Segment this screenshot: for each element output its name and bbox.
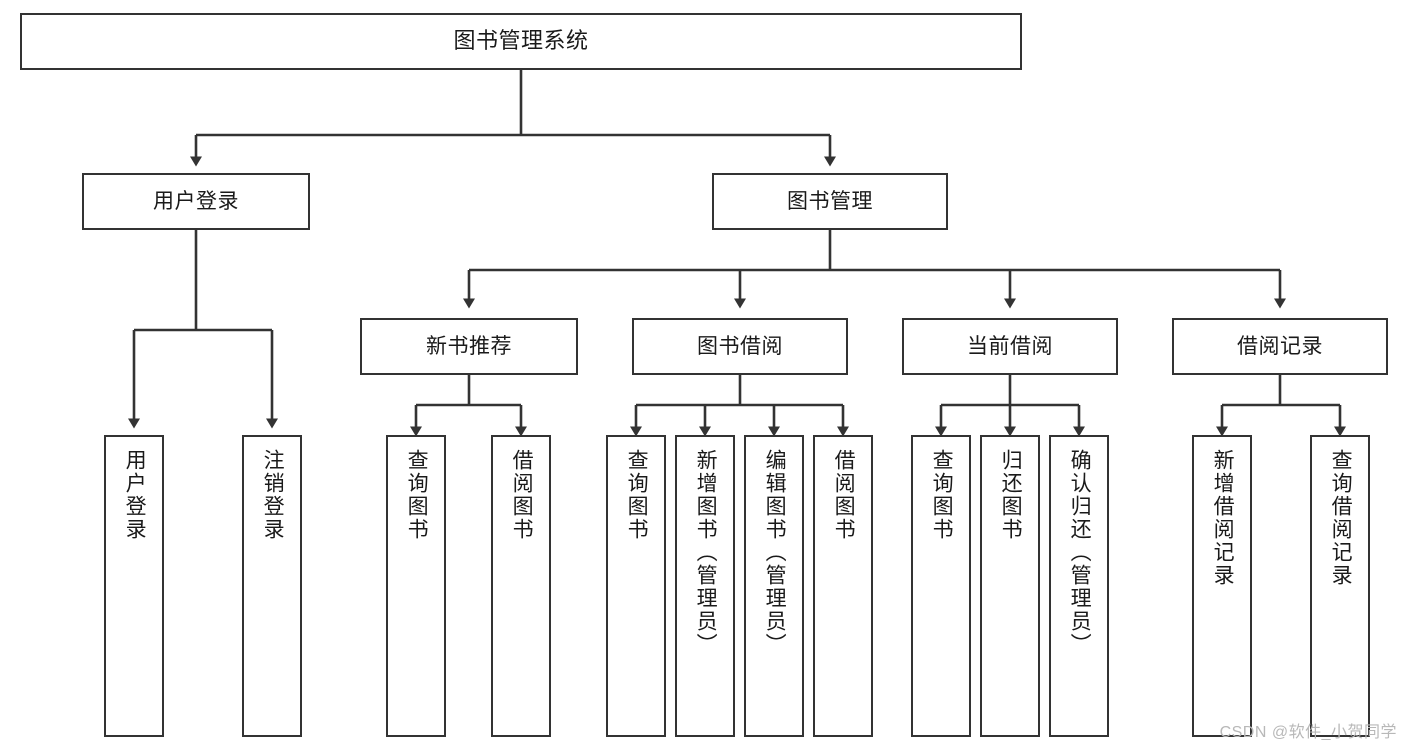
node-user-login[interactable]: 用户登录 <box>82 173 310 230</box>
node-leaf-add-record-label: 新增借阅记录 <box>1211 449 1235 587</box>
node-leaf-logout-label: 注销登录 <box>261 449 285 541</box>
node-leaf-query-record[interactable]: 查询借阅记录 <box>1310 435 1370 737</box>
node-leaf-add-book-label: 新增图书（管理员） <box>694 449 718 656</box>
node-leaf-query-book-3[interactable]: 查询图书 <box>911 435 971 737</box>
node-new-book-rec[interactable]: 新书推荐 <box>360 318 578 375</box>
node-leaf-return-book[interactable]: 归还图书 <box>980 435 1040 737</box>
node-leaf-query-book-2[interactable]: 查询图书 <box>606 435 666 737</box>
node-leaf-user-login[interactable]: 用户登录 <box>104 435 164 737</box>
node-current-borrow-label: 当前借阅 <box>967 334 1053 358</box>
node-leaf-add-record[interactable]: 新增借阅记录 <box>1192 435 1252 737</box>
node-leaf-borrow-book-1-label: 借阅图书 <box>510 449 534 541</box>
node-book-borrow[interactable]: 图书借阅 <box>632 318 848 375</box>
node-book-manage[interactable]: 图书管理 <box>712 173 948 230</box>
node-leaf-query-record-label: 查询借阅记录 <box>1329 449 1353 587</box>
node-current-borrow[interactable]: 当前借阅 <box>902 318 1118 375</box>
watermark: CSDN @软件_小贺同学 <box>1219 724 1397 741</box>
node-book-manage-label: 图书管理 <box>787 189 873 213</box>
node-leaf-edit-book-label: 编辑图书（管理员） <box>763 449 787 656</box>
node-leaf-borrow-book-2[interactable]: 借阅图书 <box>813 435 873 737</box>
node-leaf-return-book-label: 归还图书 <box>999 449 1023 541</box>
node-leaf-query-book-1-label: 查询图书 <box>405 449 429 541</box>
node-leaf-confirm-return[interactable]: 确认归还（管理员） <box>1049 435 1109 737</box>
node-leaf-add-book[interactable]: 新增图书（管理员） <box>675 435 735 737</box>
node-leaf-borrow-book-2-label: 借阅图书 <box>832 449 856 541</box>
node-root[interactable]: 图书管理系统 <box>20 13 1022 70</box>
node-leaf-query-book-2-label: 查询图书 <box>625 449 649 541</box>
node-book-borrow-label: 图书借阅 <box>697 334 783 358</box>
node-borrow-record-label: 借阅记录 <box>1237 334 1323 358</box>
node-leaf-confirm-return-label: 确认归还（管理员） <box>1068 449 1092 656</box>
node-leaf-user-login-label: 用户登录 <box>123 449 147 541</box>
node-user-login-label: 用户登录 <box>153 189 239 213</box>
node-borrow-record[interactable]: 借阅记录 <box>1172 318 1388 375</box>
node-leaf-logout[interactable]: 注销登录 <box>242 435 302 737</box>
node-root-label: 图书管理系统 <box>453 28 589 54</box>
node-leaf-query-book-3-label: 查询图书 <box>930 449 954 541</box>
node-leaf-borrow-book-1[interactable]: 借阅图书 <box>491 435 551 737</box>
node-new-book-rec-label: 新书推荐 <box>426 334 512 358</box>
node-leaf-edit-book[interactable]: 编辑图书（管理员） <box>744 435 804 737</box>
node-leaf-query-book-1[interactable]: 查询图书 <box>386 435 446 737</box>
